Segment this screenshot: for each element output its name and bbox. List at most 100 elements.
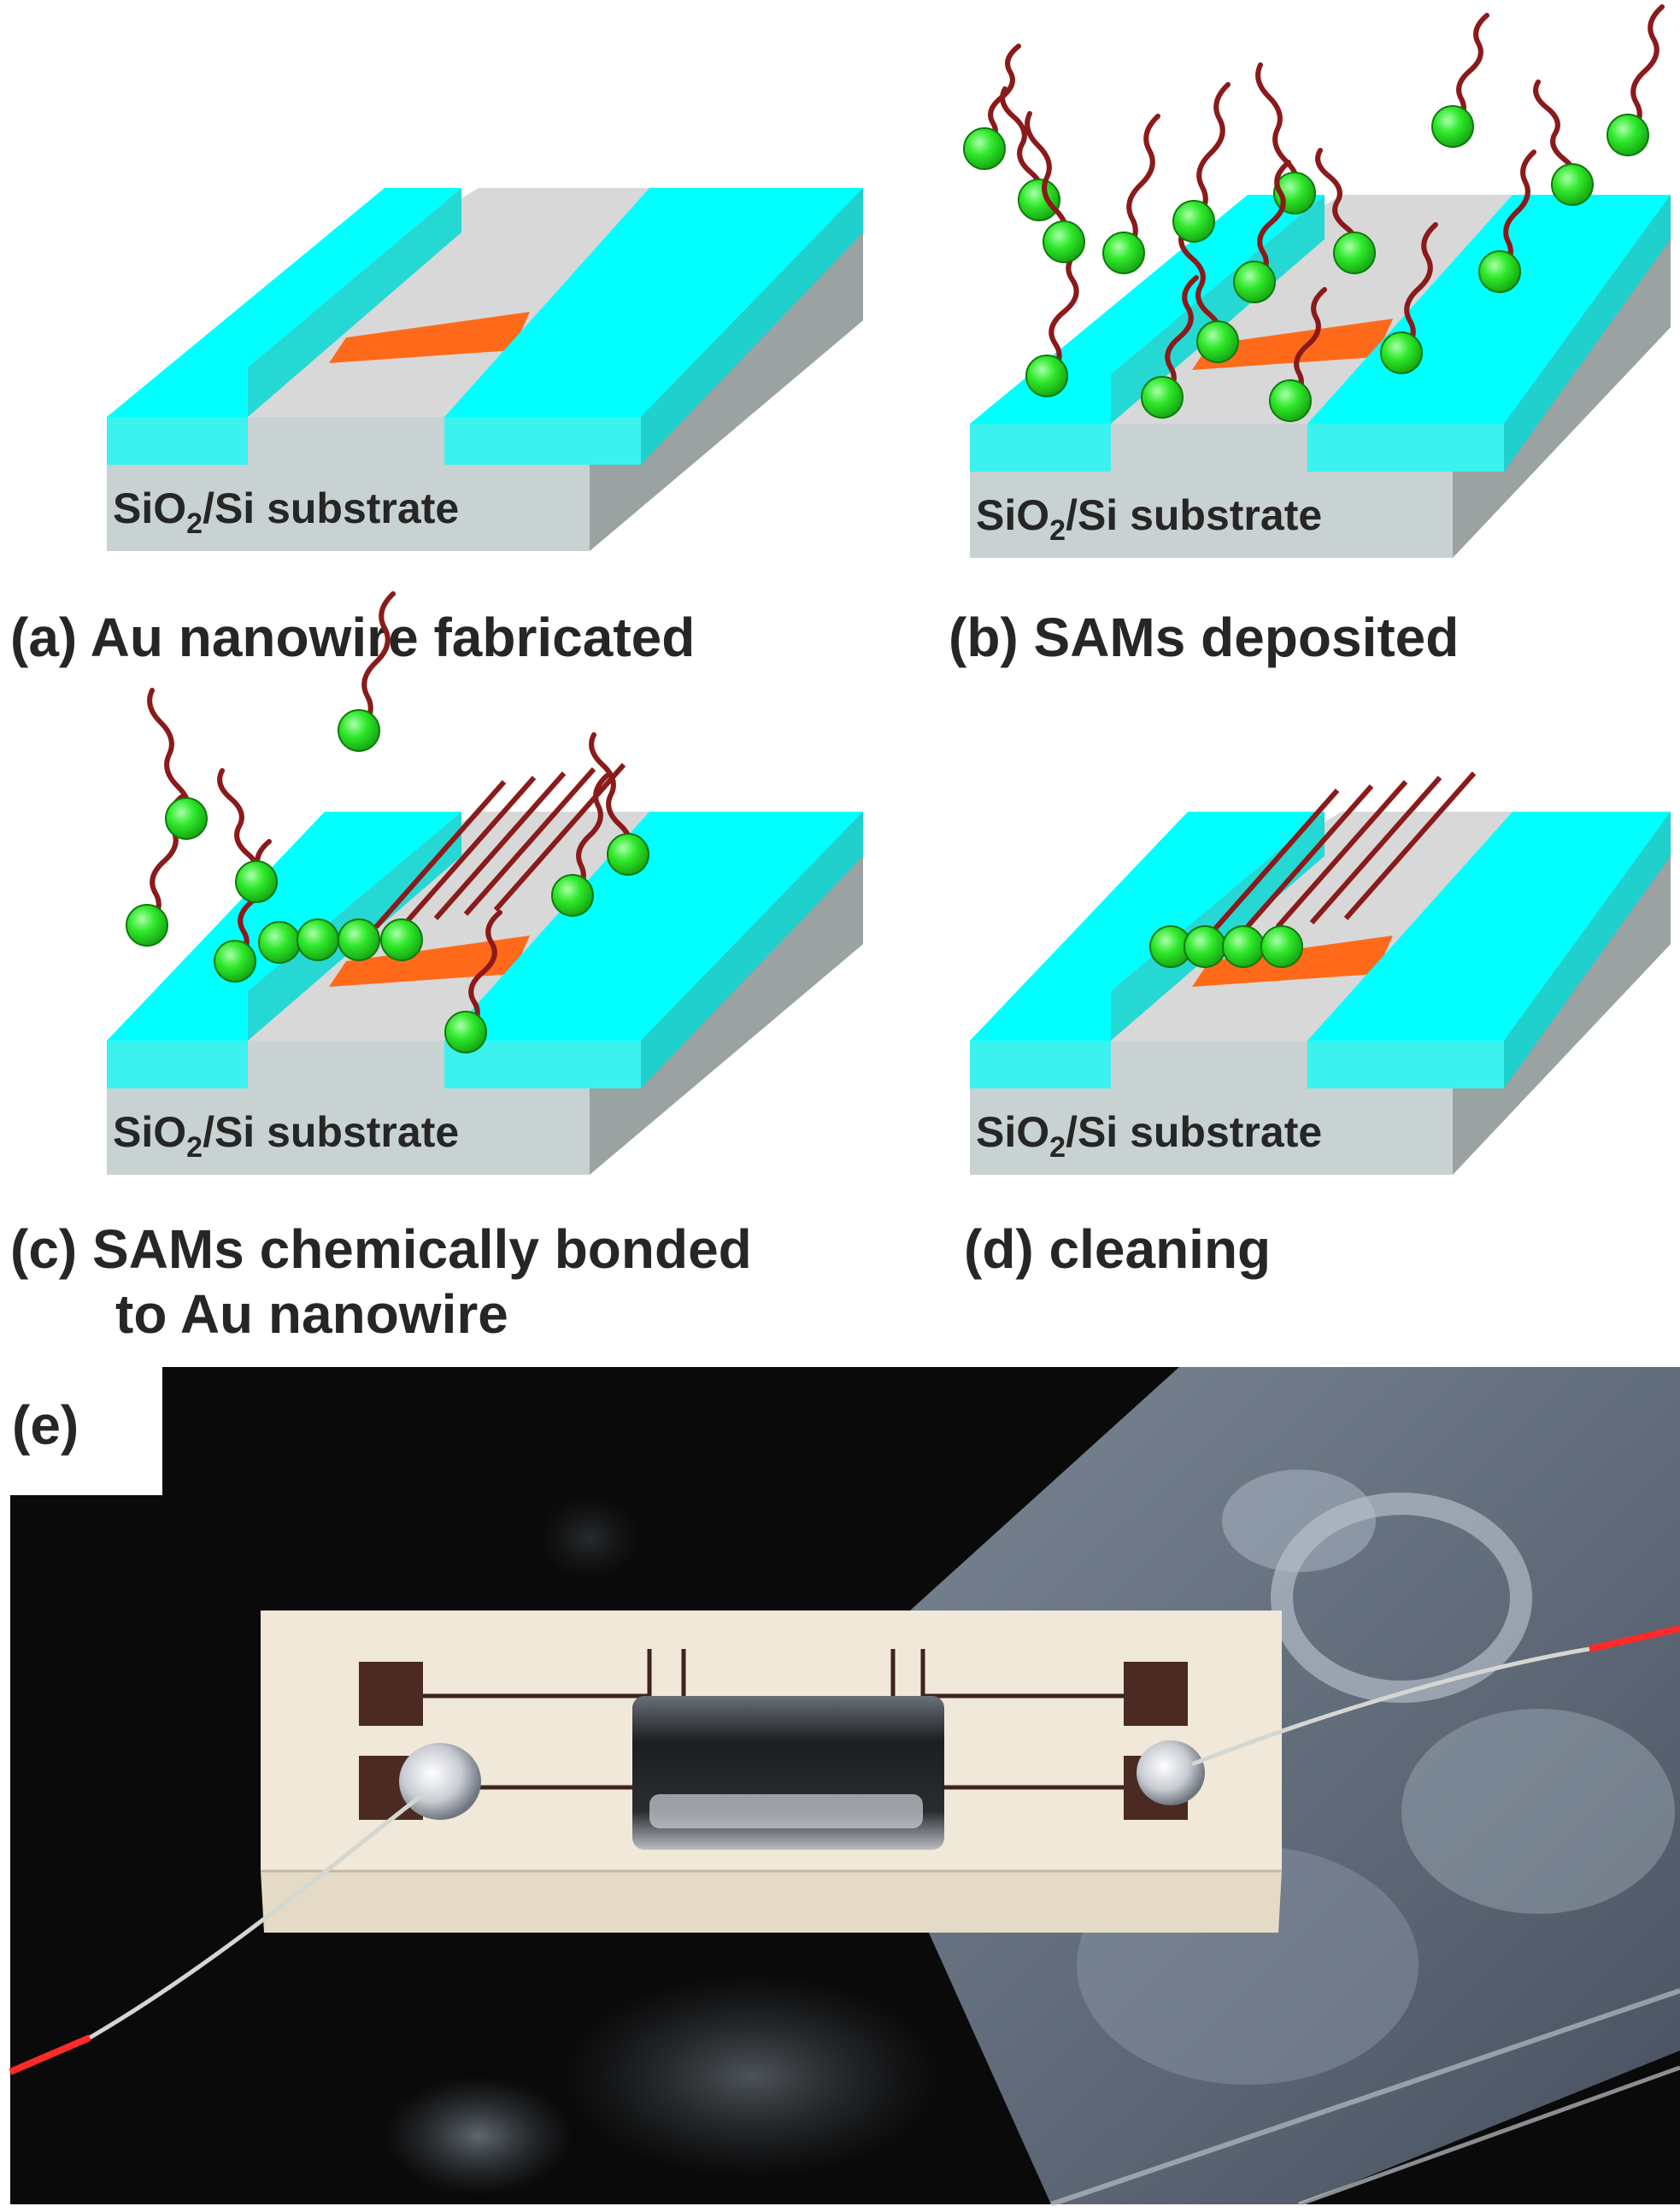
molecule-tail [1625, 4, 1665, 138]
molecule-head [607, 833, 649, 876]
electrode-left-front [107, 1041, 248, 1088]
chip-front [261, 1871, 1282, 1933]
molecule-head [1269, 379, 1312, 422]
molecule-head [1478, 250, 1521, 293]
molecule-head [1102, 232, 1145, 274]
molecule-tail [1497, 150, 1536, 274]
molecule-head [1018, 179, 1060, 221]
molecule-head [444, 1011, 487, 1053]
molecule-tail [1160, 275, 1199, 400]
solder-joint [399, 1743, 481, 1820]
electrode-right-front [1307, 424, 1504, 472]
molecule-head [235, 860, 278, 903]
molecule-tail [1288, 287, 1327, 403]
photo-label: (e) [12, 1394, 79, 1456]
panel-a: SiO2/Si substrate (a) Au nanowire fabric… [10, 188, 863, 668]
ceramic-chip [261, 1611, 1282, 1933]
caption-d: (d) cleaning [964, 1218, 1271, 1280]
contact-pad [1124, 1662, 1188, 1726]
panel-b: SiO2/Si substrate (b) SAMs deposited [949, 4, 1671, 668]
bonded-molecule-tail [463, 767, 596, 916]
molecule-tail [356, 591, 396, 733]
bg-blob [538, 1495, 641, 1581]
lead-wire-left [88, 1792, 425, 2040]
electrode-right-top [444, 188, 863, 417]
electrode-left-inner [248, 188, 461, 417]
electrode-left-inner [1111, 195, 1325, 424]
au-nanowire [329, 312, 530, 363]
bonded-molecule-head [1260, 925, 1303, 968]
electrode-left-front [970, 1041, 1111, 1088]
bonded-molecule-tail [1343, 772, 1477, 920]
electrode-left-top [107, 188, 461, 417]
bonded-molecule-tail [1207, 789, 1340, 937]
molecule-head [551, 874, 594, 917]
electrode-right-top [444, 812, 863, 1041]
electrode-left-top [970, 812, 1325, 1041]
caption-b: (b) SAMs deposited [949, 607, 1459, 668]
molecule-head [1196, 320, 1239, 363]
bonded-molecule-head [1184, 925, 1226, 968]
bonded-molecule-head [338, 918, 380, 961]
molecule-head [214, 940, 256, 983]
substrate-label: SiO2/Si substrate [976, 491, 1322, 547]
bonded-molecule-tail [373, 780, 507, 929]
molecule-head [1380, 332, 1423, 374]
molecule-tail [570, 773, 609, 898]
bonded-molecule-head [1222, 925, 1265, 968]
tape-edge [1298, 2065, 1680, 2207]
label-box [0, 1358, 162, 1495]
molecule-tail [1450, 13, 1489, 129]
molecule-head [1431, 105, 1474, 148]
electrode-right-side [641, 812, 863, 1088]
bonded-molecule-tail [1241, 784, 1374, 933]
substrate-label: SiO2/Si substrate [976, 1108, 1322, 1164]
bonded-molecule-tail [1309, 776, 1442, 924]
molecule-head [963, 127, 1006, 170]
substrate-label: SiO2/Si substrate [113, 1108, 459, 1164]
electrode-right [1307, 812, 1671, 1088]
electrode-right [444, 188, 863, 465]
molecule-tail [463, 910, 502, 1035]
molecule-tail [1025, 111, 1069, 244]
electrode-right-side [1504, 812, 1671, 1088]
lead-wire-right-tip [1589, 1625, 1680, 1652]
electrode-right-front [444, 417, 641, 465]
molecule-tail [1044, 245, 1084, 378]
lead-wire-left-tip [9, 2034, 91, 2075]
caption-c-line2: to Au nanowire [115, 1283, 508, 1345]
bonded-molecule-head [258, 921, 301, 964]
molecule-head [1172, 200, 1215, 243]
bonded-molecule-tail [1275, 780, 1408, 929]
electrode-right-top [1307, 812, 1671, 1041]
electrode-left [107, 188, 461, 465]
molecule-head [126, 904, 168, 947]
panel-d: SiO2/Si substrate (d) cleaning [964, 772, 1671, 1280]
electrode-right-side [1504, 195, 1671, 472]
bg-blob [385, 2076, 573, 2196]
tape-pattern [1401, 1709, 1675, 1914]
bonded-molecule-head [380, 918, 423, 961]
electrode-left-front [107, 417, 248, 465]
contact-pad [359, 1662, 423, 1726]
molecule-head [1551, 163, 1594, 206]
caption-a: (a) Au nanowire fabricated [10, 607, 695, 668]
bonded-molecule-tail [493, 763, 626, 912]
molecule-tail [1121, 114, 1160, 255]
sam-molecules [963, 4, 1665, 422]
molecule-head [1333, 232, 1376, 274]
au-nanowire [1192, 319, 1393, 370]
molecule-tail [1399, 222, 1438, 355]
molecule-head [1607, 114, 1649, 156]
molecule-tail [1252, 160, 1291, 285]
bonded-molecule-head [297, 918, 339, 961]
tape-pattern [1222, 1470, 1376, 1572]
panel-e-photo: (e) [0, 1358, 1680, 2207]
molecule-head [1025, 355, 1068, 397]
sam-molecules [126, 591, 649, 1053]
epoxy-highlight [649, 1794, 923, 1828]
bg-blob [564, 1974, 940, 2179]
bonded-molecule-tail [433, 772, 567, 920]
electrode-right-side [641, 188, 863, 465]
